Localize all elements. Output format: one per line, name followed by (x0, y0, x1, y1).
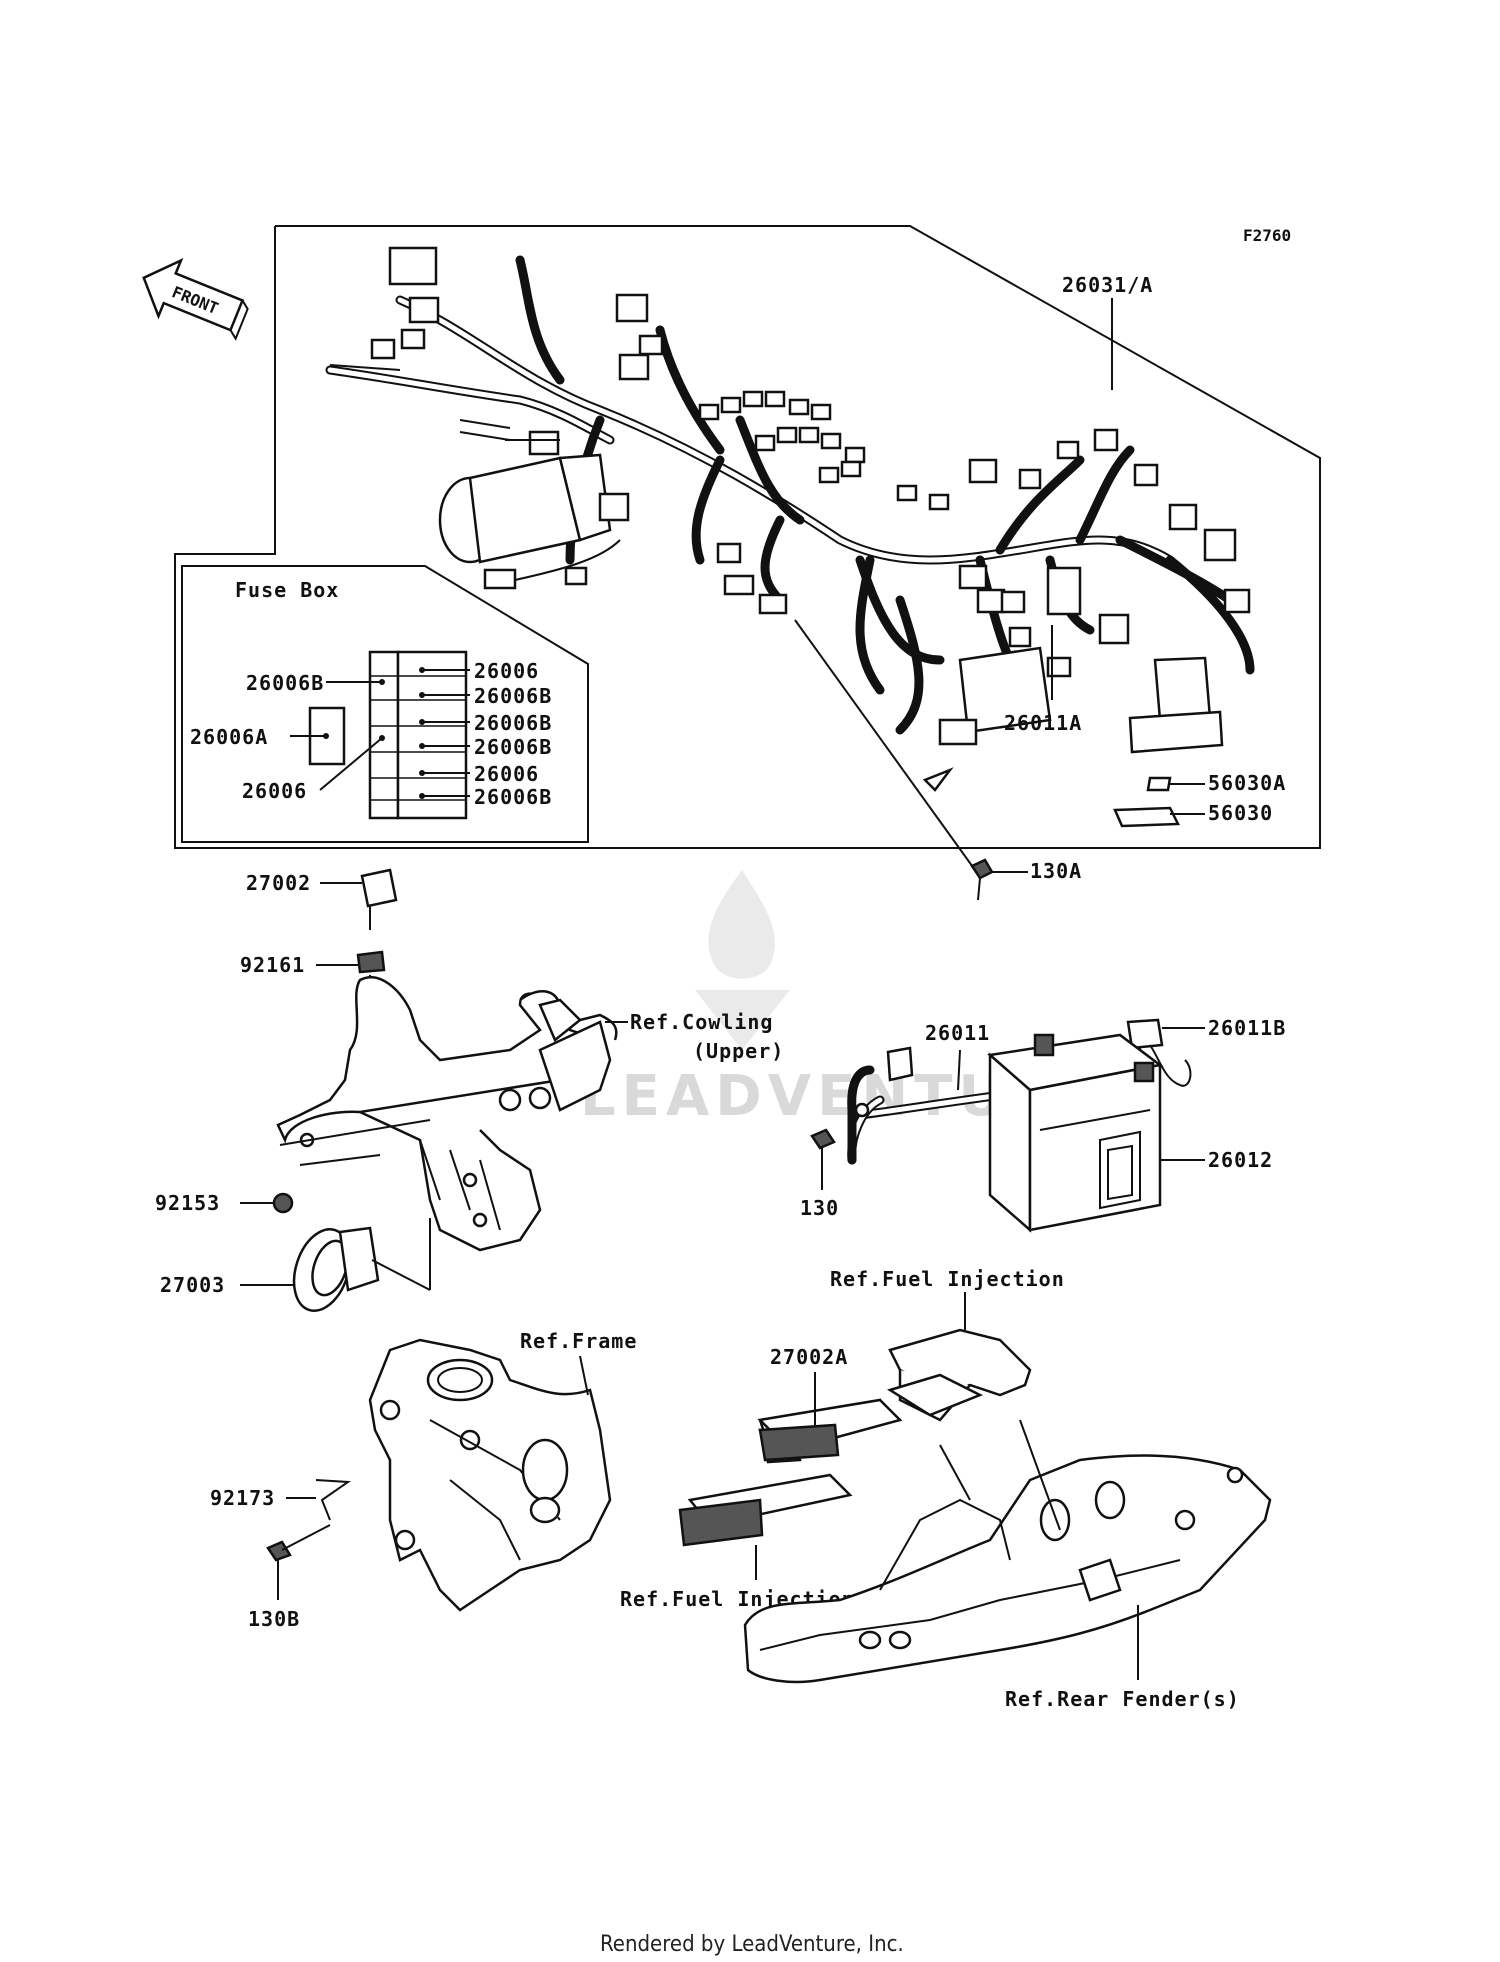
battery-26012 (987, 1033, 1164, 1233)
fuse-box-title: Fuse Box (235, 578, 339, 602)
callout-56030: 56030 (1208, 801, 1273, 825)
fuse-label-26006A: 26006A (190, 725, 268, 749)
fuse-label-r2: 26006B (474, 684, 552, 708)
leader-ref-frame (579, 1355, 589, 1396)
callout-ref-cowling: Ref.Cowling (630, 1010, 773, 1034)
fuse-label-r1: 26006 (474, 659, 539, 683)
callout-ref-cowling-sub: (Upper) (693, 1039, 784, 1063)
callout-27003: 27003 (160, 1273, 225, 1297)
ecu-lower (678, 1473, 853, 1547)
fuse-label-r4: 26006B (474, 735, 552, 759)
callout-27002A: 27002A (770, 1345, 848, 1369)
ecu-27002A (757, 1398, 903, 1462)
fuse-label-r3: 26006B (474, 711, 552, 735)
part-56030 (1113, 806, 1180, 828)
callout-56030A: 56030A (1208, 771, 1286, 795)
callout-ref-rear-fender: Ref.Rear Fender(s) (1005, 1687, 1240, 1711)
bolt-130B (266, 1540, 292, 1562)
fuse-label-26006B-left: 26006B (246, 671, 324, 695)
callout-130A: 130A (1030, 859, 1082, 883)
connector-block (958, 646, 1052, 734)
callout-92173: 92173 (210, 1486, 275, 1510)
callout-130B: 130B (248, 1607, 300, 1631)
callout-27002: 27002 (246, 871, 311, 895)
fuse-label-26006-left: 26006 (242, 779, 307, 803)
connector (388, 246, 438, 286)
main-wiring-harness (325, 246, 1255, 792)
callout-92153: 92153 (155, 1191, 220, 1215)
fuse-block (290, 650, 470, 820)
bolt-130A (970, 858, 994, 880)
callout-92161: 92161 (240, 953, 305, 977)
rear-fender (743, 1419, 1272, 1684)
diagram-code: F2760 (1243, 226, 1291, 245)
horn-27003 (292, 1218, 431, 1312)
front-arrow-icon: FRONT (142, 258, 249, 341)
callout-ref-frame: Ref.Frame (520, 1329, 637, 1353)
clamp-92173 (315, 1479, 351, 1521)
fuse-label-r5: 26006 (474, 762, 539, 786)
callout-26011B: 26011B (1208, 1016, 1286, 1040)
part-56030A (1146, 776, 1172, 792)
cowling-bracket (276, 976, 618, 1252)
leader-26011 (957, 1049, 961, 1091)
frame-section (368, 1338, 612, 1612)
relay-27002 (360, 868, 398, 908)
callout-26011: 26011 (925, 1021, 990, 1045)
watermark-flame-icon (708, 870, 775, 979)
callout-26031A: 26031/A (1062, 273, 1153, 297)
callout-26011A: 26011A (1004, 711, 1082, 735)
part-92161 (356, 950, 386, 974)
callout-ref-fuel-injection-top: Ref.Fuel Injection (830, 1267, 1065, 1291)
fuse-label-r6: 26006B (474, 785, 552, 809)
nut-92153 (272, 1192, 294, 1214)
callout-26012: 26012 (1208, 1148, 1273, 1172)
callout-130: 130 (800, 1196, 839, 1220)
bolt-130 (810, 1128, 836, 1150)
fuse-box-outline (181, 565, 589, 843)
leader-harness-to-bolt (794, 619, 976, 871)
watermark-v-icon (695, 990, 790, 1050)
harness-box-outline (174, 225, 1321, 849)
footer-credit: Rendered by LeadVenture, Inc. (600, 1932, 904, 1957)
